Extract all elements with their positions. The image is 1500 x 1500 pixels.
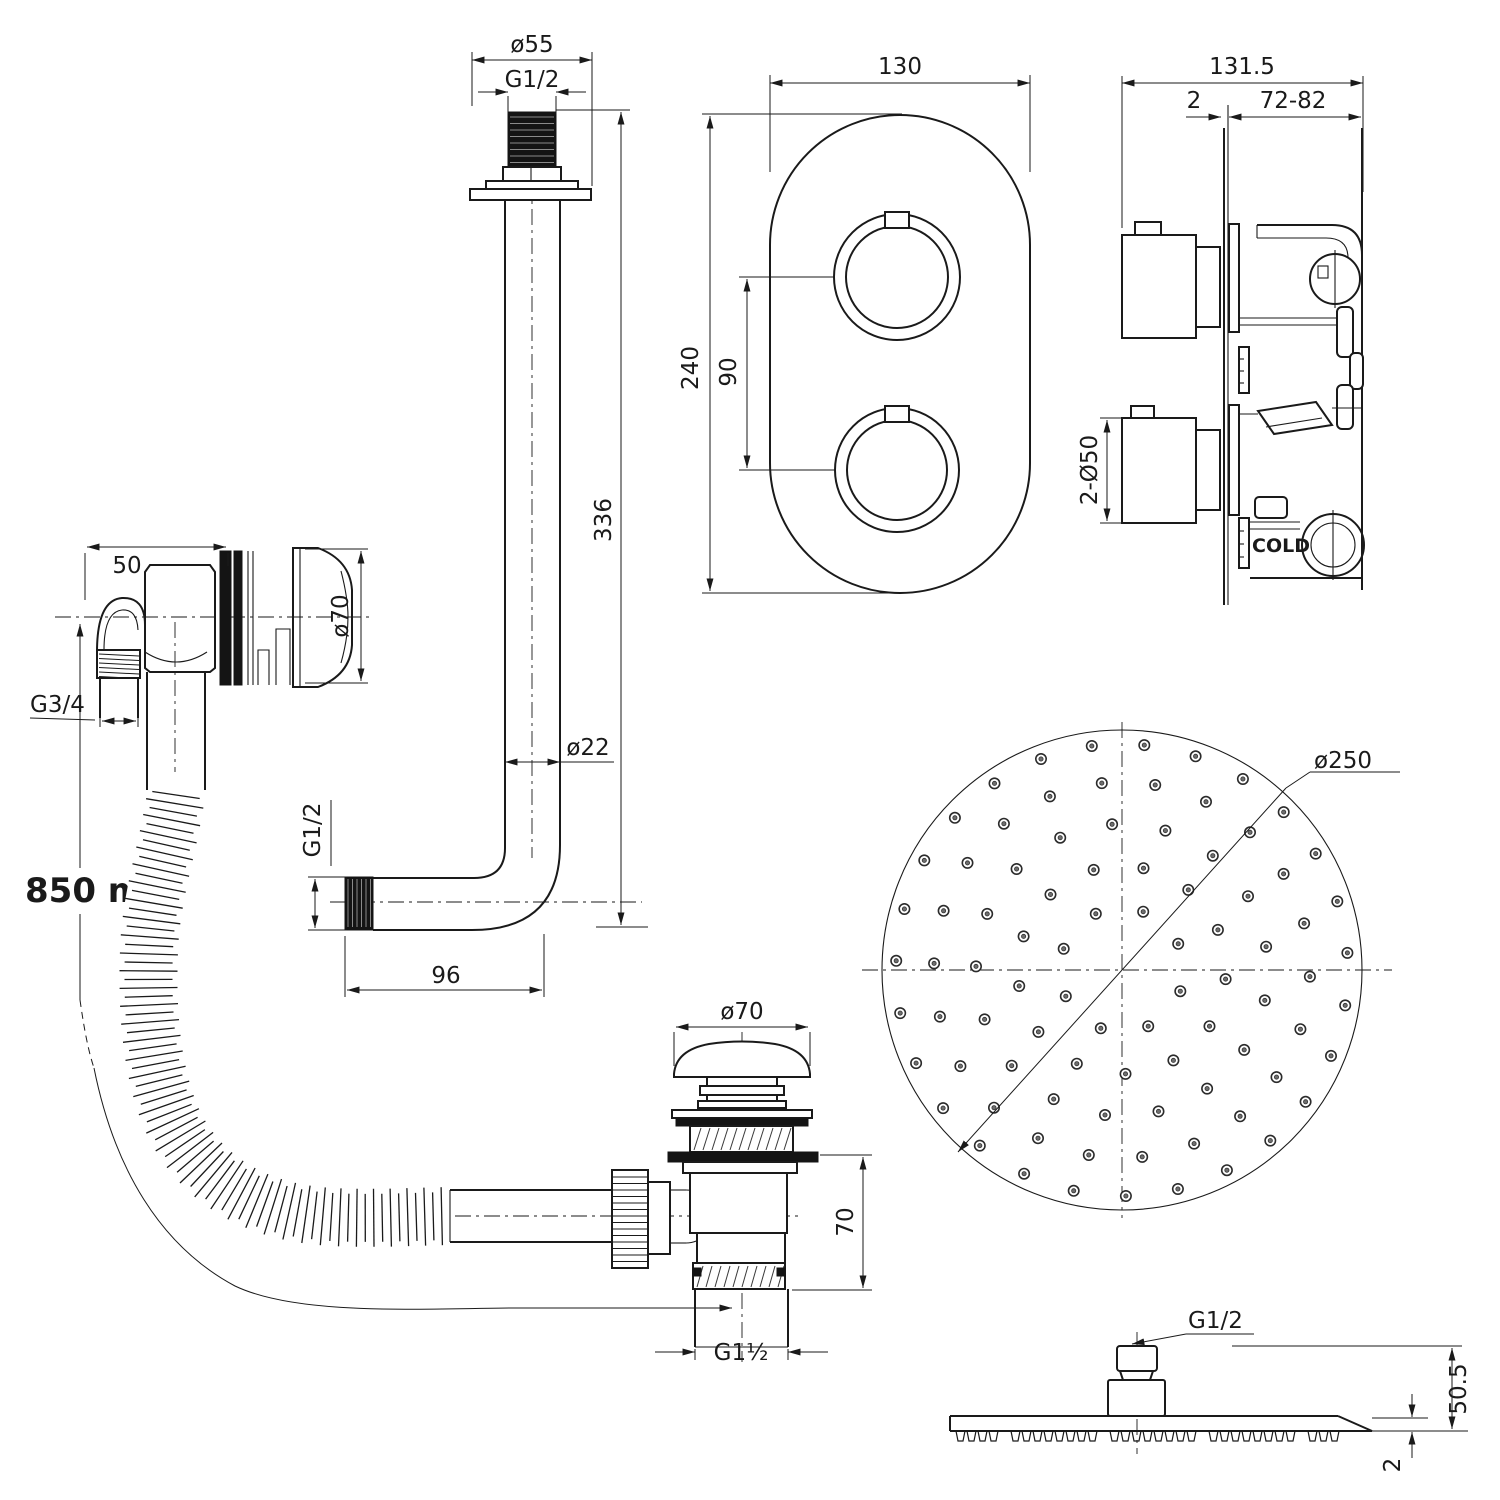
dim-label-plate-width: 130 [878, 54, 922, 80]
nozzle-teeth [955, 1430, 1340, 1442]
overflow-hose [119, 790, 800, 1269]
overflow-face-cap [292, 547, 353, 688]
cold-port-marking: COLD [1252, 535, 1310, 557]
dim-label-head-dia: ø250 [1314, 748, 1372, 774]
valve-handle-stem-bottom [1121, 417, 1197, 524]
waste-tee-body [689, 1172, 788, 1234]
dim-label-head-height: 50.5 [1446, 1363, 1472, 1414]
nozzle-pattern [890, 739, 1354, 1203]
dim-label-handle-dia: 2-Ø50 [1077, 435, 1103, 505]
dim-label-waste-height: 70 [833, 1207, 859, 1236]
waste-cap [673, 1040, 811, 1078]
valve-side-view: 131.5 2 72-82 [1077, 54, 1365, 605]
valve-handle-bottom [834, 407, 960, 533]
dim-label-horizontal-reach: 96 [431, 963, 460, 989]
dim-label-waste-thread: G1½ [714, 1340, 769, 1366]
shower-head-top-view: ø250 [862, 722, 1400, 1218]
dim-label-body-depth: 50 [112, 553, 141, 579]
dim-label-plate-height: 240 [678, 346, 704, 390]
dim-label-arm-top-thread: G1/2 [505, 67, 560, 93]
valve-handle-stem-top [1121, 234, 1197, 339]
dim-label-total-depth: 131.5 [1209, 54, 1275, 80]
hose-nut [611, 1169, 649, 1269]
bath-waste-view: ø70 70 G1½ [655, 999, 872, 1366]
dim-label-overflow-thread: G3/4 [30, 692, 85, 718]
head-inlet-connector [1116, 1345, 1158, 1372]
dim-label-plate-thickness: 2 [1187, 88, 1202, 114]
arm-top-thread [507, 111, 557, 168]
dim-label-arm-outlet-thread: G1/2 [300, 803, 326, 858]
arm-ceiling-flange [485, 180, 579, 190]
valve-front-view: 130 240 90 [678, 54, 1031, 594]
dim-label-face-dia: ø70 [328, 594, 354, 637]
dim-label-recess-depth: 72-82 [1260, 88, 1327, 114]
valve-handle-top [833, 213, 961, 341]
valve-face-plate [769, 114, 1031, 594]
shower-head-side-view: G1/2 50.5 2 [949, 1308, 1472, 1473]
ceiling-shower-arm-view: ø55 G1/2 336 ø22 96 G1/2 [300, 32, 648, 997]
dim-label-pipe-dia: ø22 [566, 735, 609, 761]
dim-label-flange-dia: ø55 [510, 32, 553, 58]
dim-label-head-thread: G1/2 [1188, 1308, 1243, 1334]
dim-label-drop-length: 336 [591, 498, 617, 542]
dim-label-cap-dia: ø70 [720, 999, 763, 1025]
arm-end-thread [344, 876, 374, 931]
overflow-body [144, 564, 216, 673]
dim-label-edge-thickness: 2 [1380, 1458, 1406, 1473]
waste-upper-thread [689, 1125, 794, 1153]
dim-label-handle-spacing: 90 [716, 357, 742, 386]
